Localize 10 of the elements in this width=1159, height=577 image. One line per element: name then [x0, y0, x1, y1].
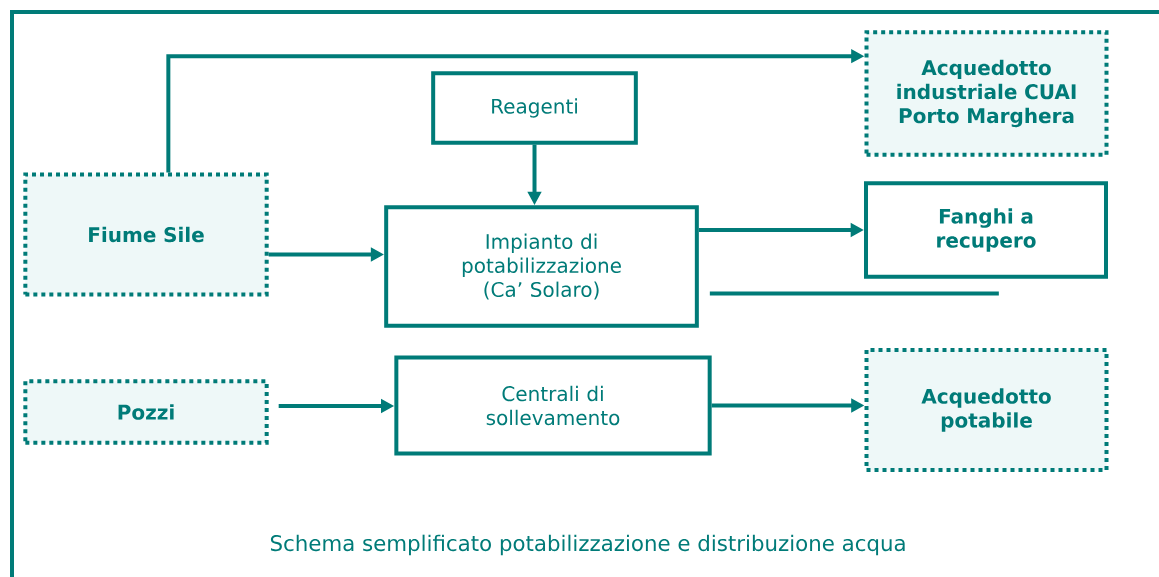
- process-box: Centrali di sollevamento: [394, 355, 712, 456]
- process-box: Fanghi a recupero: [864, 181, 1108, 279]
- source-box: Pozzi: [23, 379, 269, 445]
- source-box: Fiume Sile: [23, 172, 269, 297]
- line: [709, 291, 999, 296]
- process-box: Impianto di potabilizzazione (Ca’ Solaro): [384, 205, 699, 328]
- process-box: Reagenti: [431, 71, 638, 145]
- source-box: Acquedotto industriale CUAI Porto Marghera: [864, 30, 1109, 157]
- source-box: Acquedotto potabile: [864, 348, 1109, 472]
- caption: Schema semplificato potabilizzazione e distribuzione acqua: [270, 534, 905, 556]
